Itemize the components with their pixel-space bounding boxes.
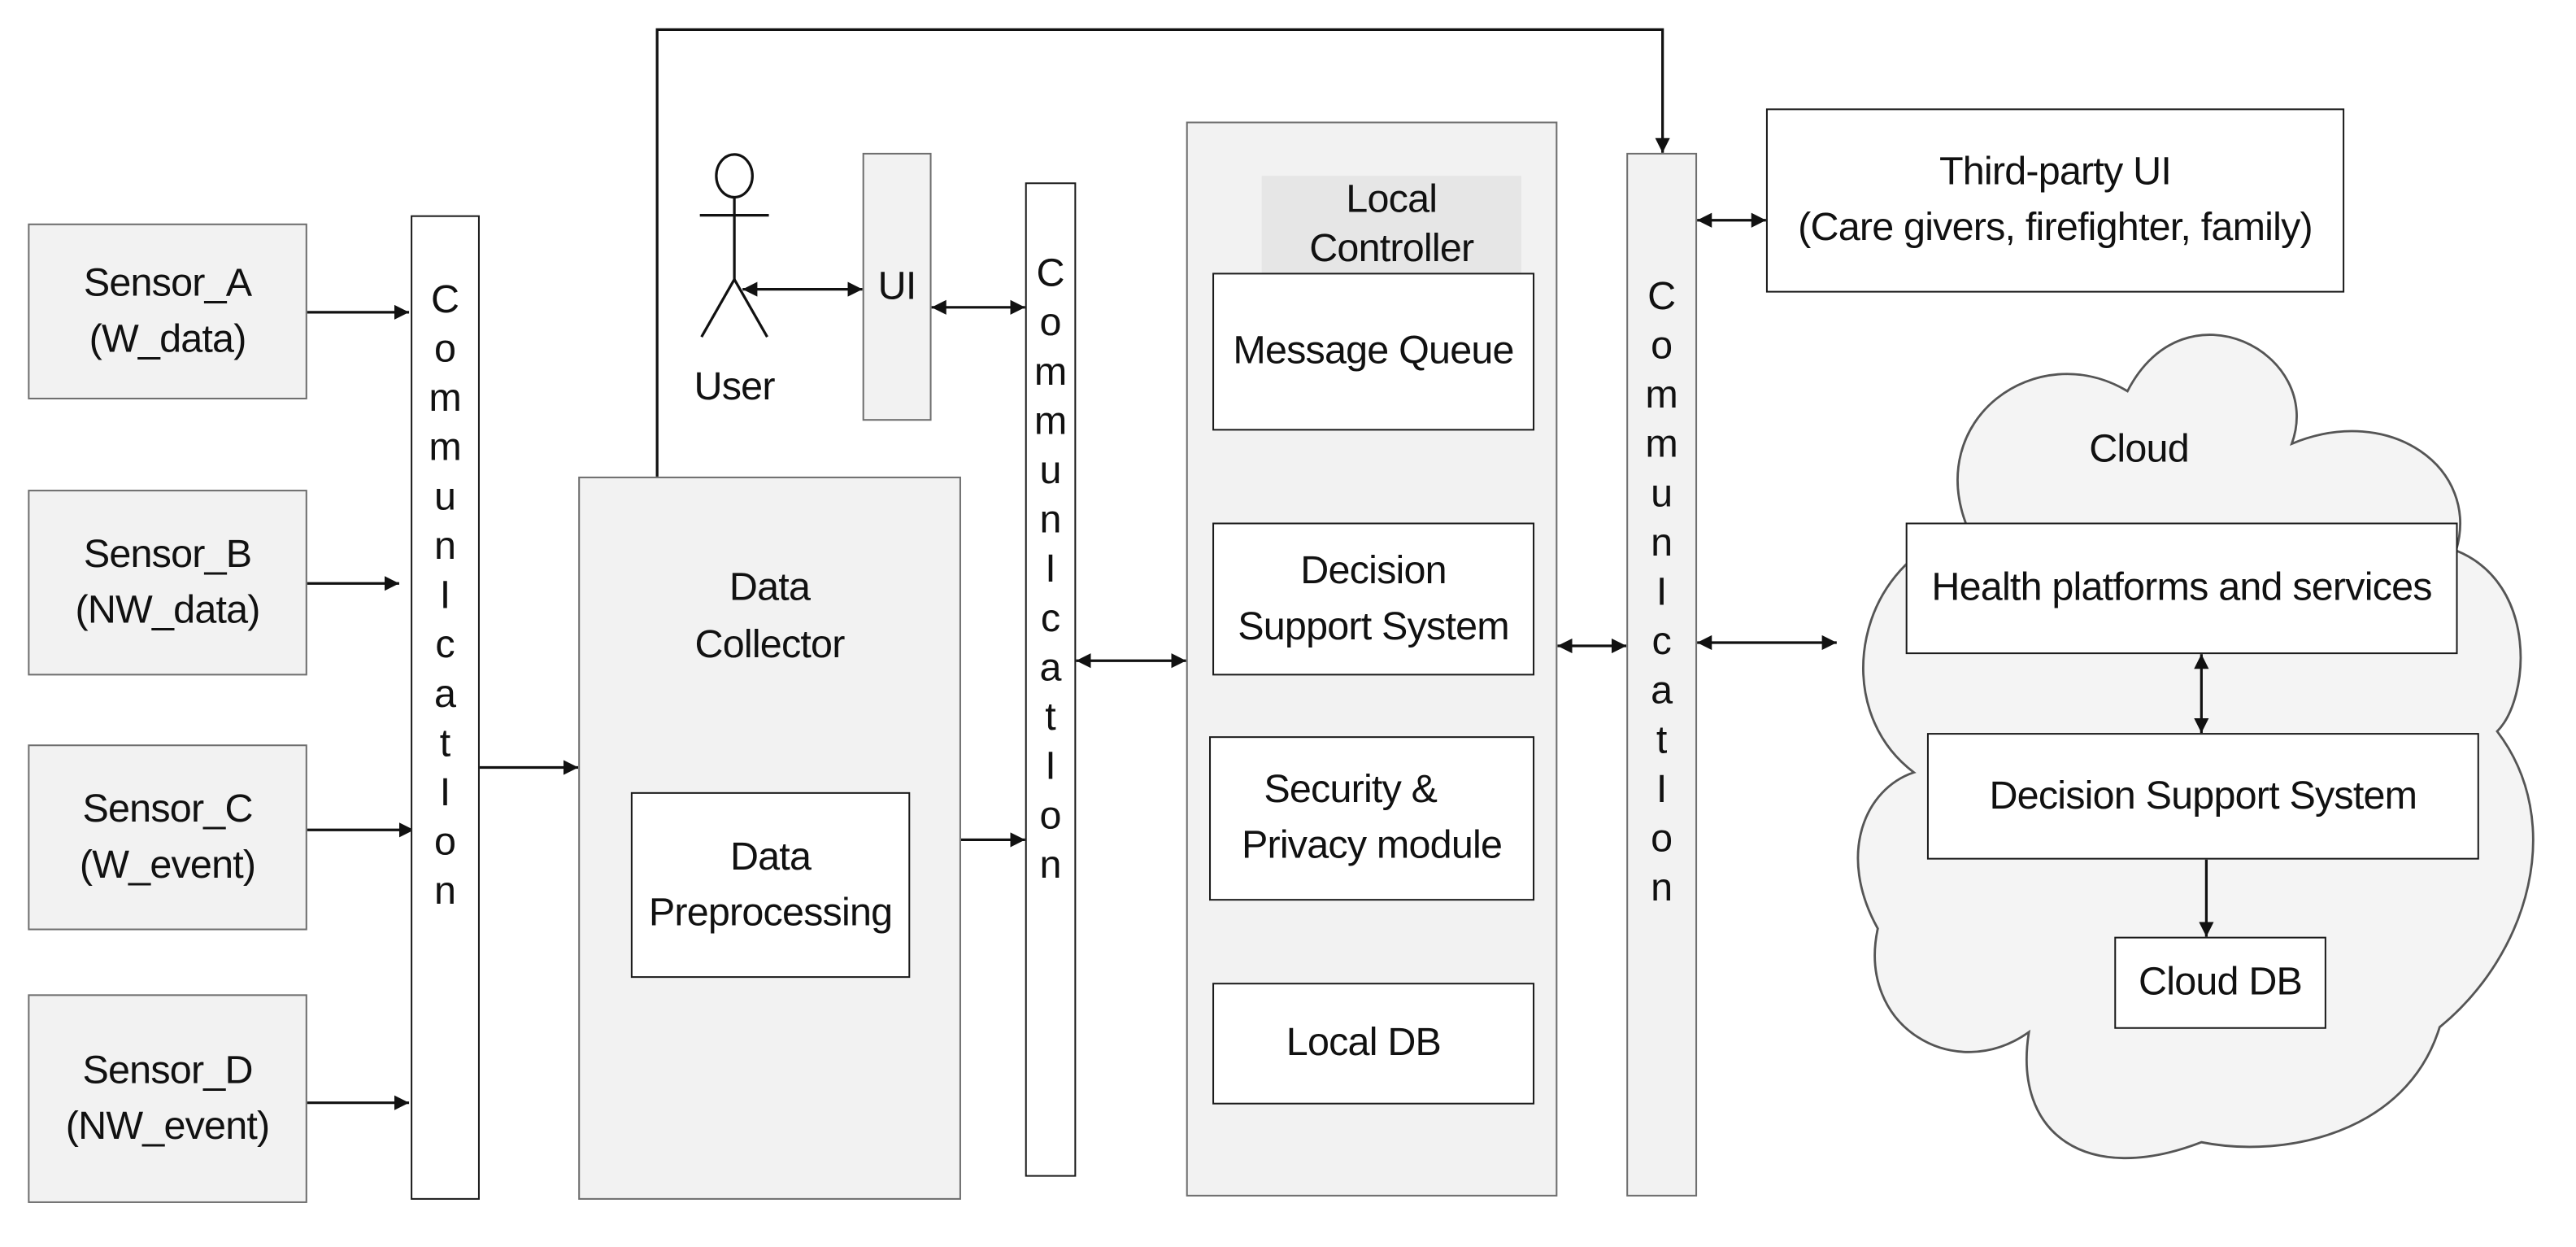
- comm2-letter: t: [1045, 695, 1056, 740]
- security-line1: Security &: [1264, 767, 1438, 813]
- arrow-collector-to-comm3: [655, 28, 1670, 478]
- comm3-letter: m: [1645, 422, 1678, 467]
- sensor-d-type: (NW_event): [65, 1103, 270, 1149]
- comm3-letter: n: [1651, 521, 1673, 566]
- comm3-letter: I: [1656, 767, 1668, 813]
- sensor-a-box: Sensor_A (W_data): [28, 223, 307, 399]
- third-party-ui-box: Third-party UI (Care givers, firefighter…: [1765, 108, 2345, 293]
- sensor-c-box: Sensor_C (W_event): [28, 744, 307, 931]
- health-platforms-box: Health platforms and services: [1905, 522, 2458, 655]
- communication-bar-3: C o m m u n I c a t I o n: [1626, 152, 1698, 1197]
- cloud-title: Cloud: [2089, 427, 2189, 472]
- cloud-dss-box: Decision Support System: [1926, 733, 2479, 860]
- comm3-letter: m: [1645, 373, 1678, 418]
- local-dss-line2: Support System: [1238, 604, 1509, 649]
- data-preprocessing-line1: Data: [729, 834, 812, 879]
- comm3-letter: I: [1656, 570, 1668, 615]
- comm2-letter: o: [1039, 300, 1062, 346]
- comm1-letter: m: [429, 376, 462, 421]
- sensor-d-name: Sensor_D: [82, 1048, 253, 1092]
- comm1-letter: m: [429, 425, 462, 470]
- comm2-letter: n: [1039, 498, 1062, 543]
- cloud-db-box: Cloud DB: [2114, 936, 2326, 1029]
- sensor-b-box: Sensor_B (NW_data): [28, 490, 307, 676]
- comm1-letter: o: [434, 327, 457, 372]
- third-party-line2: (Care givers, firefighter, family): [1798, 205, 2313, 251]
- communication-bar-1: C o m m u n I c a t I o n: [411, 215, 480, 1200]
- local-dss-line1: Decision: [1300, 547, 1447, 593]
- local-db-box: Local DB: [1212, 983, 1535, 1105]
- comm1-letter: n: [434, 524, 457, 569]
- sensor-d-box: Sensor_D (NW_event): [28, 994, 307, 1203]
- third-party-line1: Third-party UI: [1939, 149, 2172, 194]
- comm2-letter: m: [1033, 350, 1068, 395]
- cloud-dss-label: Decision Support System: [1989, 773, 2417, 818]
- sensor-a-name: Sensor_A: [83, 260, 252, 305]
- comm1-letter: c: [435, 622, 455, 668]
- comm2-letter: c: [1040, 596, 1061, 641]
- comm3-letter: a: [1651, 669, 1673, 713]
- sensor-b-name: Sensor_B: [83, 531, 252, 577]
- message-queue-label: Message Queue: [1233, 329, 1514, 373]
- comm3-letter: o: [1651, 324, 1673, 368]
- local-controller-title: Local Controller: [1261, 176, 1521, 275]
- comm1-letter: I: [439, 770, 451, 816]
- message-queue-box: Message Queue: [1212, 273, 1535, 431]
- security-privacy-box: Security & Privacy module: [1209, 736, 1535, 901]
- comm1-letter: I: [439, 573, 451, 618]
- comm1-letter: a: [434, 672, 457, 717]
- comm2-letter: o: [1039, 793, 1062, 839]
- comm2-letter: I: [1045, 744, 1056, 789]
- data-preprocessing-line2: Preprocessing: [648, 890, 893, 935]
- sensor-c-type: (W_event): [79, 842, 256, 887]
- cloud-db-label: Cloud DB: [2139, 959, 2303, 1005]
- comm1-letter: u: [434, 474, 457, 520]
- comm3-letter: C: [1647, 274, 1677, 319]
- comm3-letter: c: [1651, 619, 1672, 665]
- comm3-letter: n: [1651, 865, 1673, 911]
- comm2-letter: n: [1039, 843, 1062, 888]
- comm2-letter: C: [1036, 251, 1065, 296]
- data-collector-title-2: Collector: [694, 622, 846, 668]
- user-actor-icon: [699, 153, 769, 338]
- comm3-letter: u: [1651, 471, 1673, 517]
- comm2-letter: a: [1039, 646, 1062, 691]
- ui-box: UI: [862, 152, 932, 421]
- comm2-letter: I: [1045, 547, 1056, 592]
- data-preprocessing-box: Data Preprocessing: [630, 791, 911, 979]
- user-label: User: [694, 364, 776, 410]
- health-platforms-label: Health platforms and services: [1931, 565, 2432, 610]
- ui-label: UI: [877, 264, 917, 308]
- comm2-letter: m: [1033, 399, 1068, 444]
- comm2-letter: u: [1039, 448, 1062, 494]
- communication-bar-2: C o m m u n I c a t I o n: [1025, 182, 1077, 1177]
- comm3-letter: o: [1651, 817, 1673, 861]
- comm1-letter: n: [434, 869, 457, 914]
- comm1-letter: C: [431, 277, 460, 322]
- security-line2: Privacy module: [1241, 823, 1503, 868]
- sensor-a-type: (W_data): [89, 316, 247, 361]
- comm3-letter: t: [1656, 717, 1668, 763]
- comm1-letter: t: [439, 721, 451, 766]
- comm1-letter: o: [434, 820, 457, 865]
- local-db-label: Local DB: [1286, 1020, 1442, 1066]
- sensor-b-type: (NW_data): [75, 587, 260, 632]
- data-collector-title-1: Data: [729, 565, 811, 610]
- local-dss-box: Decision Support System: [1212, 522, 1535, 676]
- sensor-c-name: Sensor_C: [82, 786, 253, 831]
